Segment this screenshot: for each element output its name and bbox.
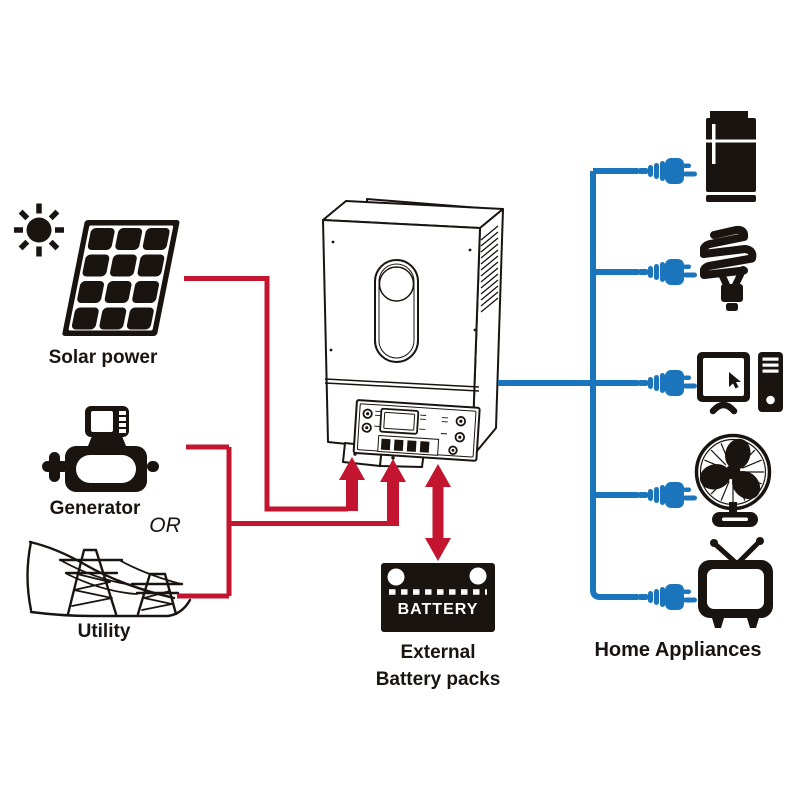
table-fan-icon — [694, 433, 772, 527]
inverter-control-panel — [352, 399, 481, 462]
battery-icon — [381, 563, 495, 632]
refrigerator-icon — [706, 111, 756, 202]
power-plug-icon — [637, 370, 697, 396]
generator-icon — [42, 406, 159, 492]
solar-power-label: Solar power — [48, 347, 158, 368]
generator-label: Generator — [49, 498, 141, 519]
ac-input-line — [177, 444, 389, 599]
solar-panel-icon — [62, 220, 180, 336]
power-plug-icon — [637, 482, 697, 508]
sun-icon — [14, 203, 64, 257]
battery-name-label: BATTERY — [397, 601, 479, 618]
output-branch-lines — [590, 168, 638, 600]
battery-caption: External Battery packs — [366, 639, 510, 693]
television-icon — [698, 537, 773, 628]
battery-bidirectional-arrow — [425, 464, 451, 561]
power-plug-icon — [637, 158, 697, 184]
utility-towers-icon — [26, 540, 192, 618]
battery-caption-line1: External — [400, 642, 476, 663]
cfl-bulb-icon — [700, 225, 757, 311]
power-plug-icon — [637, 259, 697, 285]
or-label: OR — [149, 514, 181, 537]
pv-input-line — [184, 276, 348, 512]
utility-label: Utility — [77, 621, 131, 642]
inverter-icon — [322, 198, 504, 468]
home-appliances-label: Home Appliances — [594, 639, 762, 661]
battery-caption-line2: Battery packs — [375, 669, 501, 690]
ac-input-arrow — [380, 459, 406, 526]
cursor-icon — [729, 372, 741, 389]
power-plug-icon — [637, 584, 697, 610]
pv-input-arrow — [339, 457, 365, 511]
desktop-computer-icon — [697, 352, 783, 415]
